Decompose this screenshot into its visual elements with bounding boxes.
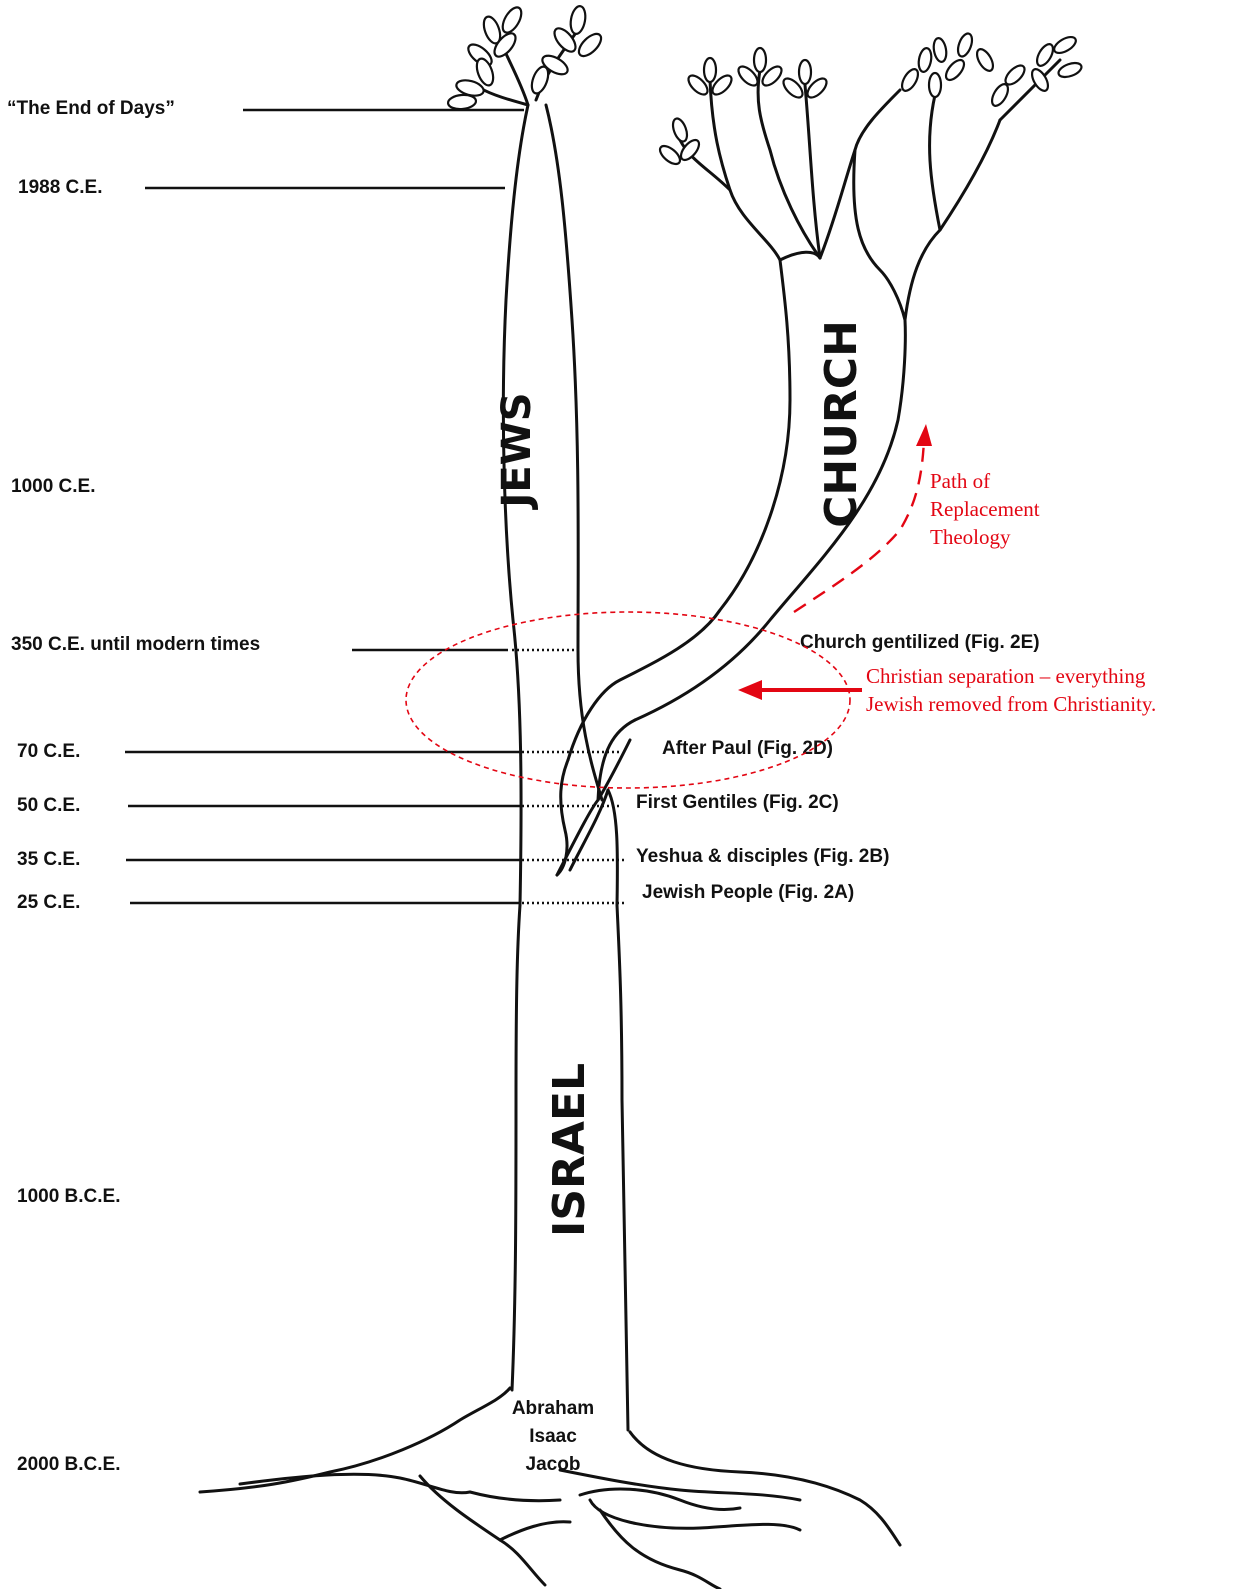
path-of-text: Path of (930, 469, 990, 493)
label-70-ce: 70 C.E. (17, 741, 80, 762)
separation-ellipse (406, 612, 850, 788)
label-jewish-people: Jewish People (Fig. 2A) (642, 882, 854, 903)
label-25-ce: 25 C.E. (17, 892, 80, 913)
patriarchs: Abraham Isaac Jacob (512, 1398, 594, 1475)
label-50-ce: 50 C.E. (17, 795, 80, 816)
patriarch-jacob: Jacob (526, 1454, 581, 1475)
israel-label: ISRAEL (544, 1063, 595, 1237)
label-yeshua-disciples: Yeshua & disciples (Fig. 2B) (636, 846, 889, 867)
label-2000-bce: 2000 B.C.E. (17, 1454, 121, 1475)
church-label: CHURCH (816, 320, 867, 528)
label-first-gentiles: First Gentiles (Fig. 2C) (636, 792, 839, 813)
jews-leaves (447, 4, 604, 110)
timeline-labels: “The End of Days” 1988 C.E. 1000 C.E. 35… (7, 98, 260, 1475)
separation-text-line1: Christian separation – everything (866, 664, 1146, 688)
separation-arrowhead (738, 680, 762, 700)
label-1000-bce: 1000 B.C.E. (17, 1186, 121, 1207)
label-35-ce: 35 C.E. (17, 849, 80, 870)
label-1988-ce: 1988 C.E. (18, 177, 103, 198)
label-350-ce: 350 C.E. until modern times (11, 634, 260, 655)
trunk-words: JEWS CHURCH ISRAEL (494, 320, 867, 1237)
label-1000-ce: 1000 C.E. (11, 476, 96, 497)
leaf-clusters (447, 4, 1083, 167)
patriarch-abraham: Abraham (512, 1398, 594, 1419)
label-after-paul: After Paul (Fig. 2D) (662, 738, 833, 759)
patriarch-isaac: Isaac (529, 1426, 577, 1447)
separation-text-line2: Jewish removed from Christianity. (866, 692, 1156, 716)
replacement-arrowhead (916, 424, 932, 446)
jews-label: JEWS (494, 392, 540, 510)
theology-text: Theology (930, 525, 1011, 549)
timeline-lines (125, 110, 524, 903)
label-church-gentilized: Church gentilized (Fig. 2E) (800, 632, 1040, 653)
label-end-of-days: “The End of Days” (7, 98, 175, 119)
replacement-text: Replacement (930, 497, 1040, 521)
